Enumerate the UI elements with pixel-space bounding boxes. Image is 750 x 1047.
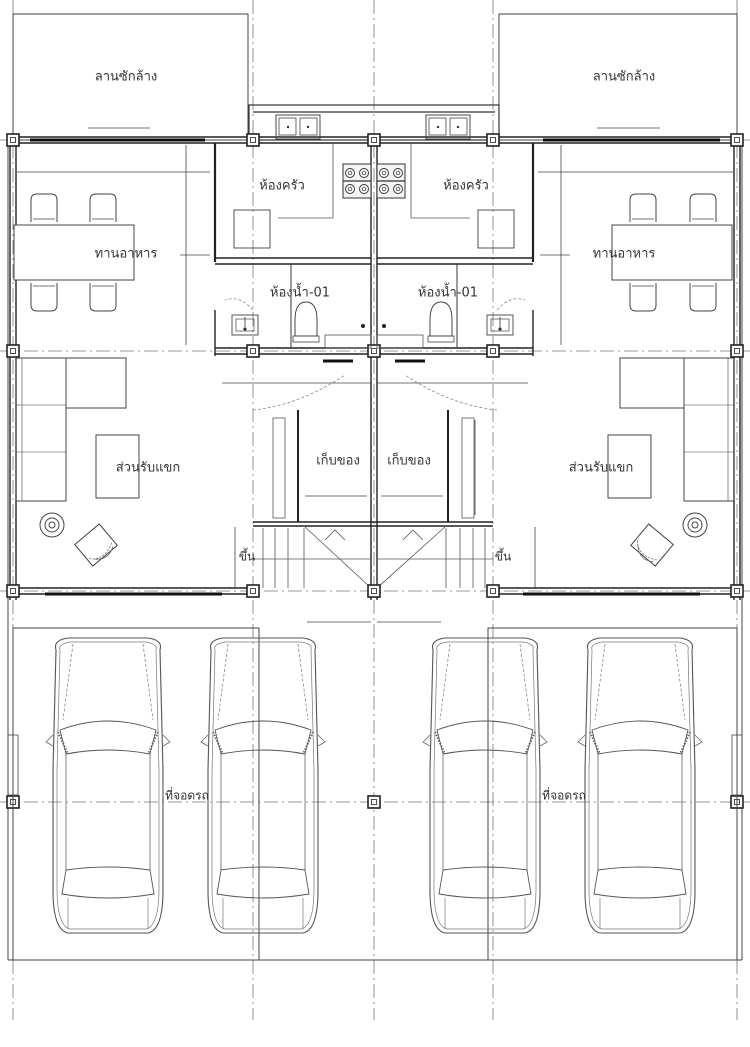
label-bathroom-right: ห้องน้ำ-01	[417, 285, 479, 301]
label-kitchen-right: ห้องครัว	[443, 178, 489, 194]
label-living-right: ส่วนรับแขก	[568, 460, 634, 476]
label-stair-up-left: ขึ้น	[238, 549, 256, 564]
dimension-lines	[17, 127, 733, 623]
label-bathroom-left: ห้องน้ำ-01	[269, 285, 331, 301]
storage-detail	[272, 417, 475, 519]
label-storage-left: เก็บของ	[316, 453, 360, 469]
label-storage-right: เก็บของ	[387, 453, 431, 469]
label-parking-right: ที่จอดรถ	[542, 788, 586, 803]
label-dining-left: ทานอาหาร	[94, 246, 158, 262]
label-kitchen-left: ห้องครัว	[259, 178, 305, 194]
windows	[30, 138, 720, 596]
label-parking-left: ที่จอดรถ	[165, 788, 209, 803]
stairs	[253, 525, 493, 589]
dining-furniture	[13, 193, 733, 312]
label-dining-right: ทานอาหาร	[592, 246, 656, 262]
door-swings	[224, 298, 526, 411]
living-accents	[39, 512, 708, 568]
kitchen-fixtures	[233, 114, 515, 249]
parking-boundary	[7, 627, 743, 961]
label-laundry-yard-left: ลานซักล้าง	[94, 69, 158, 85]
label-laundry-yard-right: ลานซักล้าง	[592, 69, 656, 85]
label-stair-up-right: ขึ้น	[494, 549, 512, 564]
bathroom-fixtures	[231, 301, 514, 349]
living-furniture	[15, 357, 735, 502]
label-living-left: ส่วนรับแขก	[115, 460, 181, 476]
